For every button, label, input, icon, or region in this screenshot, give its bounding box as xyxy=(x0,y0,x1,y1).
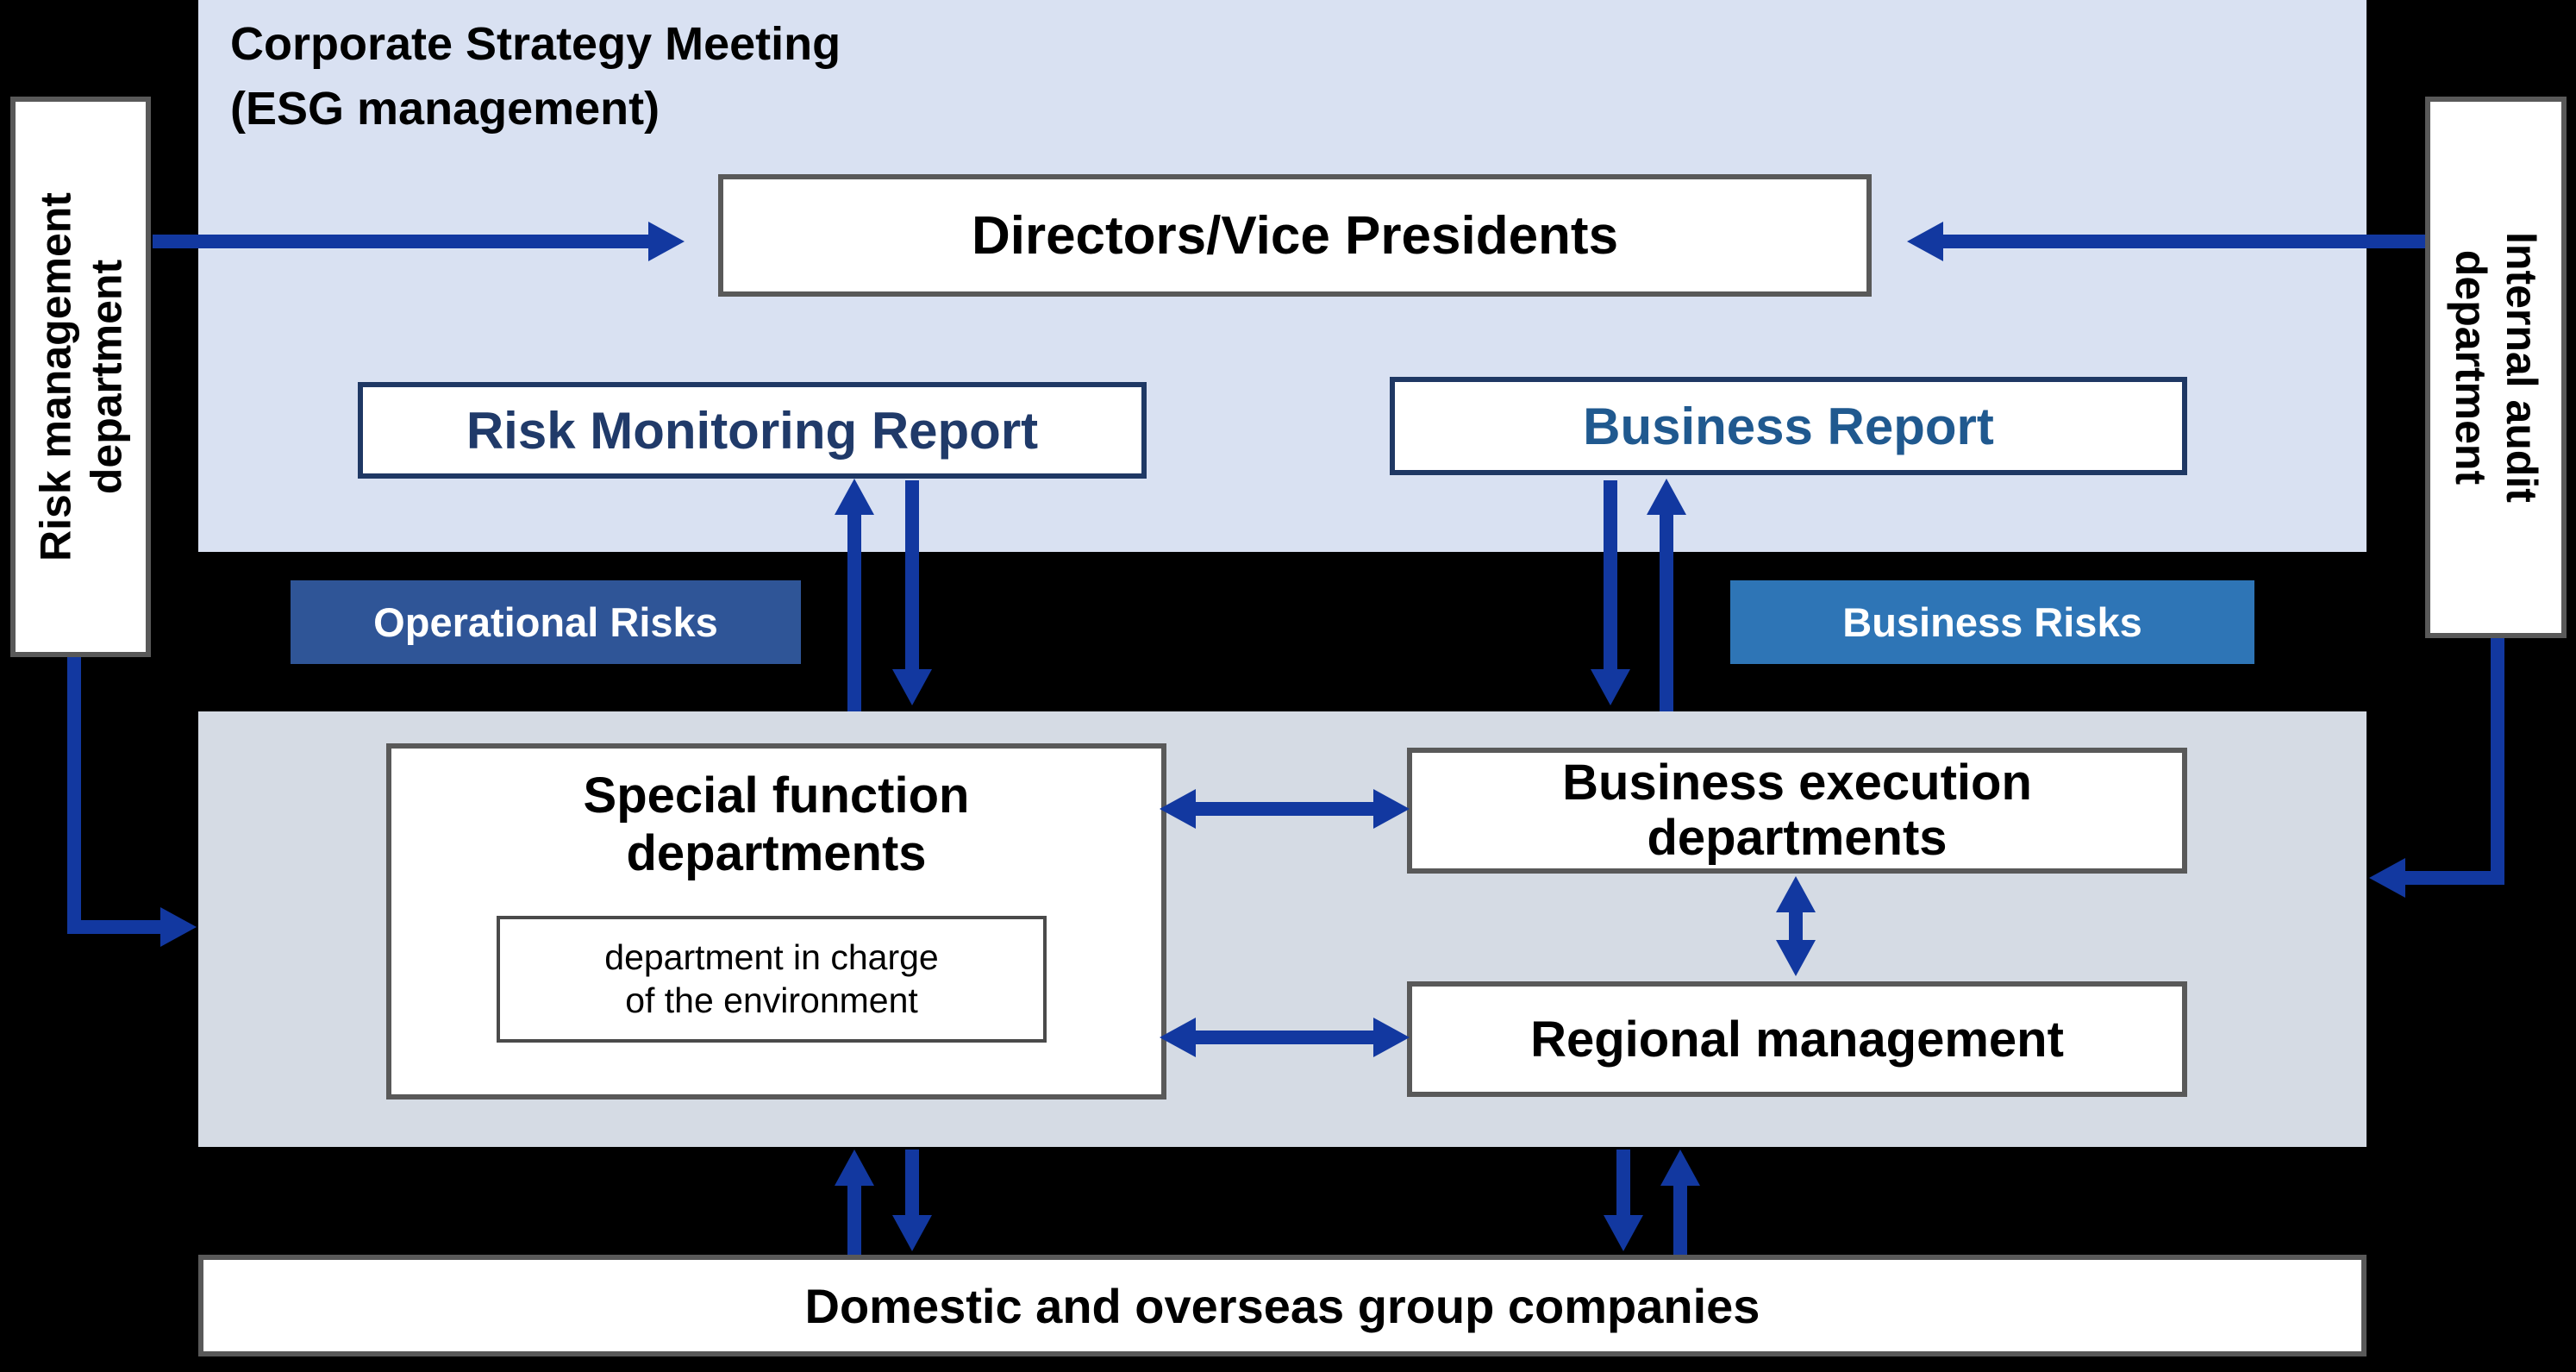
environment-department-box: department in charge of the environment xyxy=(497,916,1047,1043)
operational-risks-label: Operational Risks xyxy=(291,580,801,664)
business-risks-label: Business Risks xyxy=(1730,580,2254,664)
business-execution-line1: Business execution xyxy=(1562,755,2032,811)
risk-management-line1: Risk management xyxy=(30,192,79,561)
internal-audit-department-label: Internal audit department xyxy=(2425,97,2567,638)
risk-management-department-box: Risk management department xyxy=(10,97,151,657)
special-function-line1: Special function xyxy=(583,767,970,824)
environment-dept-line1: department in charge xyxy=(604,937,939,978)
internal-audit-department-box: Internal audit department xyxy=(2425,97,2567,638)
special-function-departments-label: Special function departments xyxy=(391,767,1161,882)
internal-audit-line1: Internal audit xyxy=(2498,232,2546,503)
environment-dept-line2: of the environment xyxy=(625,980,918,1020)
regional-management-box: Regional management xyxy=(1407,981,2187,1097)
risk-management-department-label: Risk management department xyxy=(10,97,151,657)
business-execution-departments-box: Business execution departments xyxy=(1407,748,2187,874)
business-report-box: Business Report xyxy=(1390,377,2187,475)
special-function-line2: departments xyxy=(626,824,927,881)
group-companies-box: Domestic and overseas group companies xyxy=(198,1255,2367,1356)
page-title: Corporate Strategy Meeting (ESG manageme… xyxy=(230,12,841,141)
business-execution-line2: departments xyxy=(1647,810,1948,866)
risk-monitoring-report-box: Risk Monitoring Report xyxy=(358,382,1147,479)
directors-vice-presidents-box: Directors/Vice Presidents xyxy=(718,174,1872,297)
internal-audit-line2: department xyxy=(2447,249,2495,486)
risk-management-line2: department xyxy=(81,259,130,495)
page-title-line1: Corporate Strategy Meeting xyxy=(230,18,841,70)
page-title-line2: (ESG management) xyxy=(230,82,660,135)
